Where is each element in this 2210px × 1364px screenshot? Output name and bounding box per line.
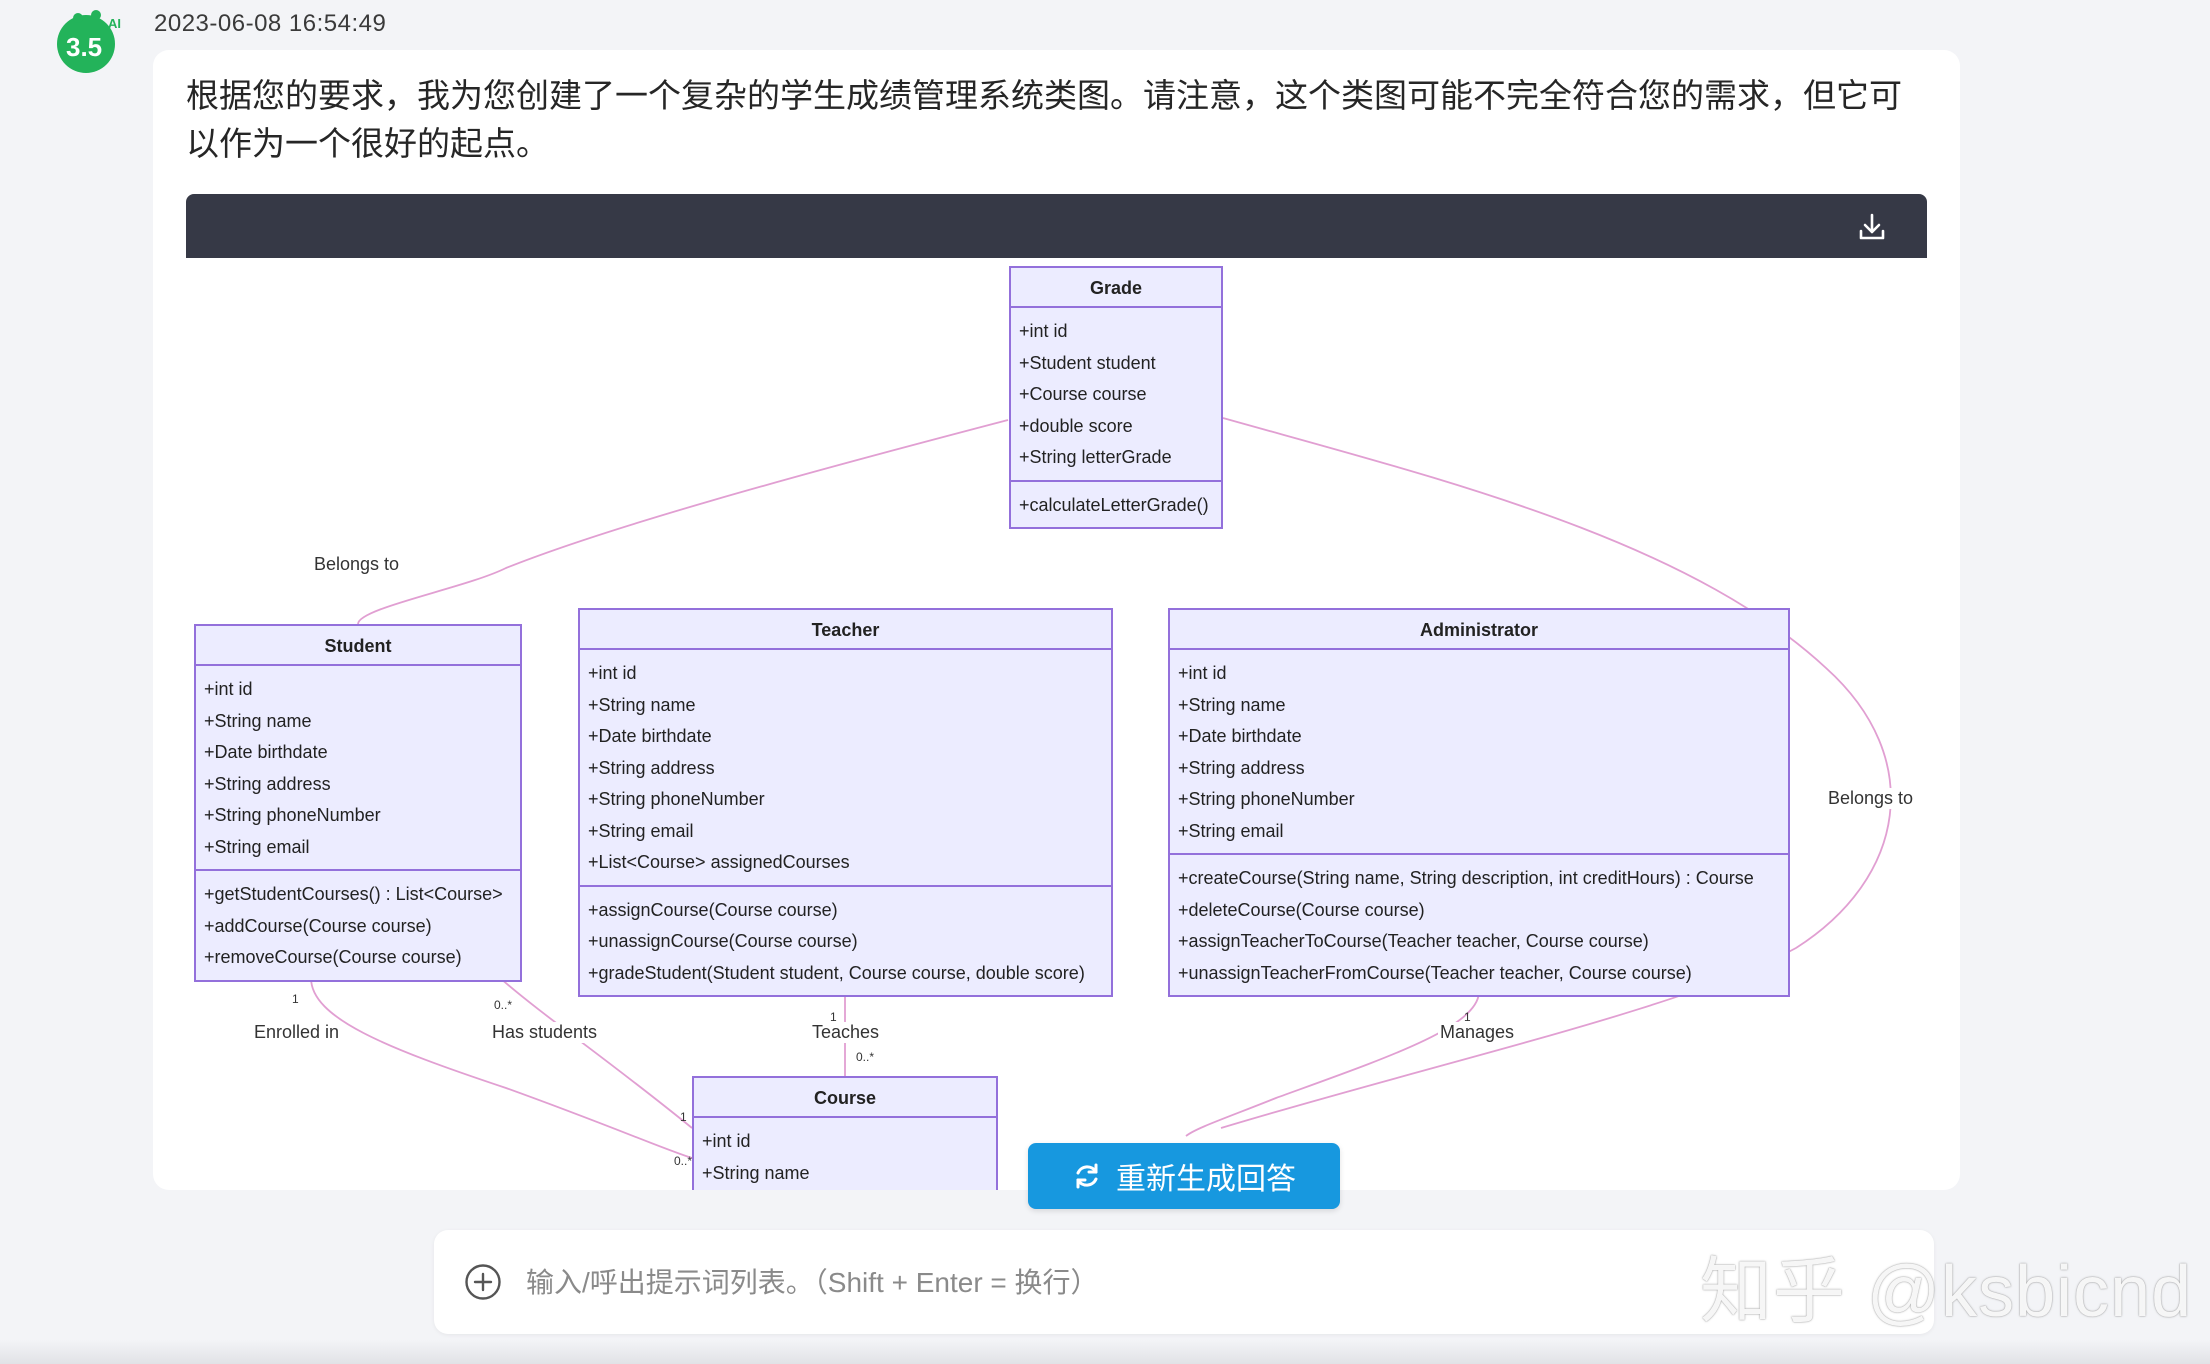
attribute: +String phoneNumber bbox=[204, 805, 381, 825]
refresh-icon bbox=[1076, 1163, 1098, 1189]
prompt-input[interactable] bbox=[524, 1254, 1828, 1312]
edge-label-manages: Manages bbox=[1438, 1022, 1517, 1043]
attribute: +int id bbox=[588, 663, 637, 683]
edge-label-grade-course: Belongs to bbox=[1826, 788, 1916, 809]
attribute: +int id bbox=[1019, 321, 1068, 341]
class-methods: +calculateLetterGrade() bbox=[1011, 479, 1221, 528]
regenerate-button[interactable]: 重新生成回答 bbox=[1028, 1143, 1340, 1209]
method: +getStudentCourses() : List<Course> bbox=[204, 884, 503, 904]
method: +deleteCourse(Course course) bbox=[1178, 899, 1425, 920]
edge-label-grade-student: Belongs to bbox=[312, 554, 402, 575]
attribute: +Date birthdate bbox=[588, 726, 712, 746]
class-title: Teacher bbox=[580, 610, 1111, 650]
multiplicity-has-students-student: 0..* bbox=[494, 998, 513, 1012]
class-title: Course bbox=[694, 1078, 996, 1118]
class-administrator: Administrator +int id +String name +Date… bbox=[1168, 608, 1790, 997]
avatar-badge: 3.5 bbox=[66, 32, 102, 62]
attribute: +double score bbox=[1019, 415, 1133, 436]
method: +calculateLetterGrade() bbox=[1019, 494, 1209, 515]
attribute: +String letterGrade bbox=[1019, 447, 1172, 467]
edge-label-has-students: Has students bbox=[490, 1022, 600, 1043]
method: +assignTeacherToCourse(Teacher teacher, … bbox=[1178, 931, 1649, 951]
class-methods: +getStudentCourses() : List<Course> +add… bbox=[196, 869, 520, 980]
multiplicity-enrolled-course: 0..* bbox=[674, 1154, 693, 1168]
multiplicity-has-students-course: 1 bbox=[680, 1110, 687, 1124]
prompt-input-bar bbox=[434, 1230, 1934, 1334]
attribute: +List<Course> assignedCourses bbox=[588, 852, 850, 872]
class-teacher: Teacher +int id +String name +Date birth… bbox=[578, 608, 1113, 997]
attribute: +String name bbox=[204, 710, 312, 731]
method: +addCourse(Course course) bbox=[204, 915, 432, 936]
class-student: Student +int id +String name +Date birth… bbox=[194, 624, 522, 982]
edge-has-students bbox=[499, 977, 693, 1129]
method: +unassignTeacherFromCourse(Teacher teach… bbox=[1178, 962, 1692, 983]
attribute: +String name bbox=[1178, 694, 1286, 715]
regenerate-label: 重新生成回答 bbox=[1116, 1163, 1296, 1196]
attribute: +int id bbox=[1178, 663, 1227, 683]
message-intro-text: 根据您的要求，我为您创建了一个复杂的学生成绩管理系统类图。请注意，这个类图可能不… bbox=[186, 77, 1902, 162]
class-attributes: +int id +String name +Date birthdate +St… bbox=[580, 650, 1111, 885]
class-attributes: +int id +String name +Date birthdate +St… bbox=[196, 666, 520, 869]
attribute: +int id bbox=[702, 1131, 751, 1151]
attribute: +Date birthdate bbox=[204, 742, 328, 762]
class-title: Student bbox=[196, 626, 520, 666]
edge-label-enrolled-in: Enrolled in bbox=[252, 1022, 342, 1043]
plus-circle-icon bbox=[465, 1264, 501, 1300]
attribute: +String email bbox=[588, 820, 694, 841]
attribute: +Course course bbox=[1019, 384, 1147, 404]
multiplicity-teaches-course: 0..* bbox=[856, 1050, 875, 1064]
attribute: +String phoneNumber bbox=[588, 789, 765, 809]
message-timestamp: 2023-06-08 16:54:49 bbox=[154, 10, 387, 37]
edge-manages bbox=[1185, 992, 1480, 1137]
download-icon bbox=[1859, 213, 1885, 240]
edge-label-teaches: Teaches bbox=[810, 1022, 882, 1043]
attribute: +String address bbox=[204, 773, 331, 794]
class-diagram: Grade +int id +Student student +Course c… bbox=[186, 258, 1927, 1190]
class-methods: +createCourse(String name, String descri… bbox=[1170, 853, 1788, 995]
download-button[interactable] bbox=[1855, 210, 1889, 244]
method: +assignCourse(Course course) bbox=[588, 899, 838, 920]
edge-grade-student bbox=[357, 419, 1009, 625]
class-title: Administrator bbox=[1170, 610, 1788, 650]
attribute: +String name bbox=[588, 694, 696, 715]
method: +createCourse(String name, String descri… bbox=[1178, 868, 1754, 888]
add-attachment-button[interactable] bbox=[464, 1263, 502, 1301]
attribute: +String email bbox=[204, 836, 310, 857]
class-attributes: +int id +Student student +Course course … bbox=[1011, 308, 1221, 480]
method: +removeCourse(Course course) bbox=[204, 947, 462, 967]
multiplicity-manages-admin: 1 bbox=[1464, 1010, 1471, 1024]
multiplicity-teaches-teacher: 1 bbox=[830, 1010, 837, 1024]
diagram-toolbar bbox=[186, 194, 1927, 258]
avatar-tag: AI bbox=[108, 16, 121, 31]
assistant-avatar: 3.5 AI bbox=[52, 6, 124, 74]
class-attributes: +int id +String name +Date birthdate +St… bbox=[1170, 650, 1788, 853]
bottom-edge bbox=[0, 1340, 2210, 1364]
attribute: +String email bbox=[1178, 820, 1284, 841]
class-title: Grade bbox=[1011, 268, 1221, 308]
attribute: +String address bbox=[1178, 757, 1305, 778]
method: +unassignCourse(Course course) bbox=[588, 931, 858, 951]
class-methods: +assignCourse(Course course) +unassignCo… bbox=[580, 884, 1111, 996]
attribute: +int id bbox=[204, 679, 253, 699]
attribute: +Date birthdate bbox=[1178, 726, 1302, 746]
class-course: Course +int id +String name bbox=[692, 1076, 998, 1190]
class-grade: Grade +int id +Student student +Course c… bbox=[1009, 266, 1223, 529]
attribute: +String address bbox=[588, 757, 715, 778]
attribute: +Student student bbox=[1019, 352, 1156, 373]
class-attributes: +int id +String name bbox=[694, 1118, 996, 1190]
attribute: +String phoneNumber bbox=[1178, 789, 1355, 809]
edge-enrolled-in bbox=[310, 977, 693, 1159]
method: +gradeStudent(Student student, Course co… bbox=[588, 962, 1085, 983]
multiplicity-enrolled-student: 1 bbox=[292, 992, 299, 1006]
attribute: +String name bbox=[702, 1162, 810, 1183]
watermark: 知乎 @ksbicnd bbox=[1700, 1252, 2193, 1332]
